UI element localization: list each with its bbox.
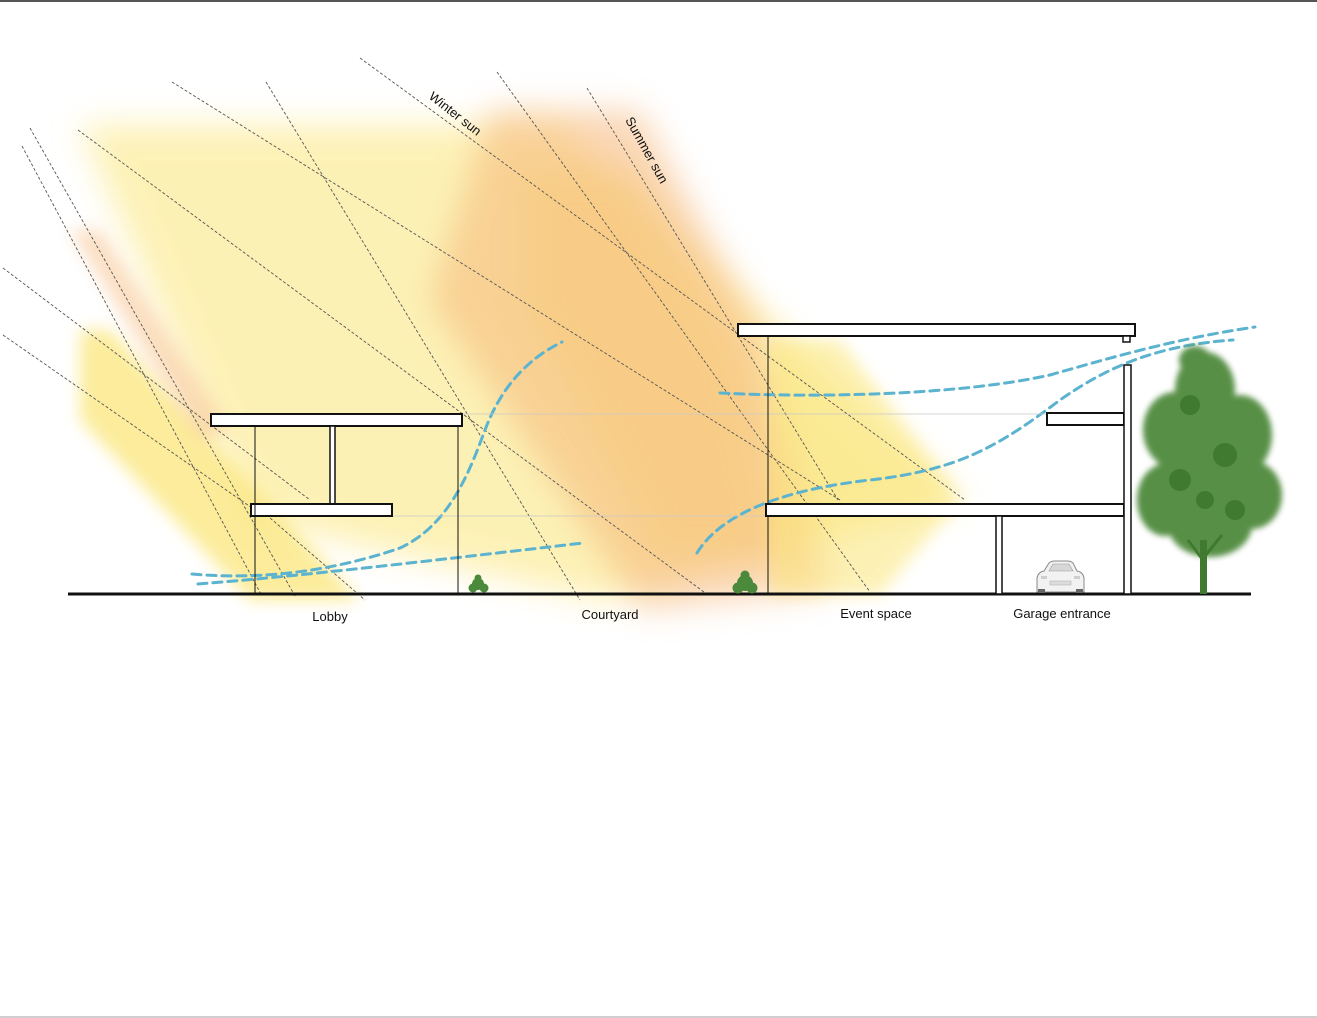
lobby-warm-streak <box>70 230 230 440</box>
sun-rays <box>2 57 966 601</box>
airflow-curve-upper-event <box>718 325 1257 397</box>
airflow-curve-lobby-low <box>196 541 585 586</box>
sun-ray <box>2 267 311 501</box>
shrub-icon <box>468 574 489 593</box>
balcony-slab <box>1046 412 1125 426</box>
lobby-label: Lobby <box>312 609 348 624</box>
east-wall <box>1123 364 1132 595</box>
airflow-curve-lower-event <box>695 338 1235 555</box>
sun-ray <box>21 145 263 597</box>
sun-wash <box>70 110 965 610</box>
car-icon <box>1036 560 1085 593</box>
sun-ray <box>586 87 839 501</box>
lobby-floor-slab <box>250 503 393 517</box>
sun-ray <box>265 81 581 601</box>
courtyard-label: Courtyard <box>581 607 638 622</box>
event-space-label: Event space <box>840 606 912 621</box>
sun-ray <box>496 71 871 593</box>
roof-bracket <box>1122 335 1131 343</box>
sun-ray <box>254 504 366 601</box>
event-floor-slab <box>765 503 1125 517</box>
sun-ray <box>2 334 256 511</box>
top-border <box>0 0 1317 2</box>
bottom-border <box>0 1016 1317 1018</box>
airflow-curve-lobby-up <box>190 340 564 578</box>
garage-column <box>995 515 1003 595</box>
event-space-sun-wash <box>770 340 960 595</box>
lobby-building <box>210 413 463 594</box>
lobby-core <box>329 425 336 505</box>
lobby-roof-slab <box>210 413 463 427</box>
sun-ray <box>77 129 709 596</box>
tree-icon <box>1137 346 1282 594</box>
event-building <box>737 323 1136 595</box>
airflow <box>190 325 1257 586</box>
summer-sun-wash-core <box>520 170 780 560</box>
event-roof-slab <box>737 323 1136 337</box>
garage-entrance-label: Garage entrance <box>1013 606 1111 621</box>
sun-ray <box>171 81 841 501</box>
lobby-sun-wash <box>80 330 360 600</box>
shrub-icon <box>732 570 758 594</box>
